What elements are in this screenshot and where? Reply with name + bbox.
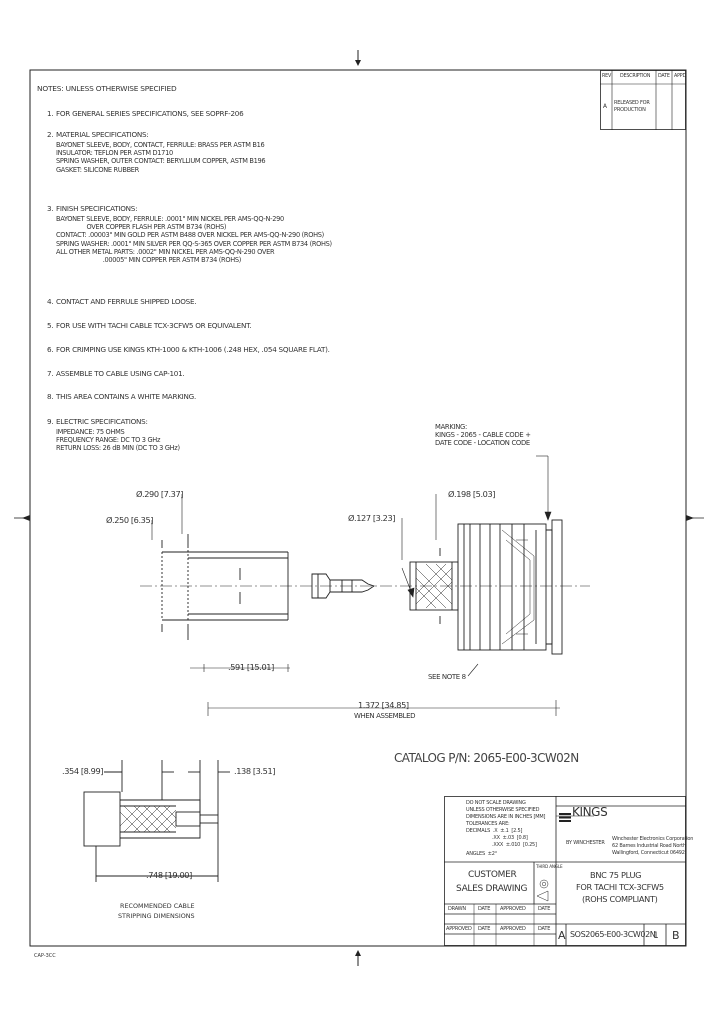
cable-braid-pattern [119,805,177,833]
note-sub-line: .00005" MIN COPPER PER ASTM B734 (ROHS) [56,256,242,264]
note-number: 8. [47,392,54,401]
drawing-title-line-2: FOR TACHI TCX-3CFW5 [576,882,664,892]
rev-description: RELEASED FOR PRODUCTION [614,100,650,113]
note-sub-line: BAYONET SLEEVE, BODY, FERRULE: .0001" MI… [56,215,284,223]
tol-line-1: DO NOT SCALE DRAWING [466,800,526,806]
cable-caption-line-2: STRIPPING DIMENSIONS [118,912,195,920]
marking-callout-line-3: DATE CODE - LOCATION CODE [435,439,530,447]
note-text: THIS AREA CONTAINS A WHITE MARKING. [56,392,197,401]
notes-title: NOTES: UNLESS OTHERWISE SPECIFIED [37,84,177,93]
brand-sub: BY WINCHESTER [566,840,605,846]
note-text: MATERIAL SPECIFICATIONS: [56,130,149,139]
note-number: 1. [47,109,54,118]
note-number: 3. [47,204,54,213]
note-sub-line: FREQUENCY RANGE: DC TO 3 GHz [56,436,161,445]
title-block-grid [444,796,686,946]
dim-ferrule-id: Ø.250 [6.35] [106,515,154,525]
revision-block-grid [600,70,686,130]
catalog-number: CATALOG P/N: 2065-E00-3CW02N [394,751,579,765]
note-sub-line: BAYONET SLEEVE, BODY, CONTACT, FERRULE: … [56,141,265,149]
revision-letter: B [672,929,680,942]
dim-ferrule-od: Ø.290 [7.37] [136,489,184,499]
dim-pin-diameter: Ø.127 [3.23] [348,513,396,523]
label-drawn: DRAWN [448,906,466,912]
label-date-4: DATE [538,926,551,932]
tol-line-8: ANGLES ±2° [466,851,498,857]
note-text: FOR CRIMPING USE KINGS KTH-1000 & KTH-10… [56,345,330,354]
note-sub-line: RETURN LOSS: 26 dB MIN (DC TO 3 GHz) [56,444,180,453]
note-number: 2. [47,130,54,139]
tol-line-6: .XX ±.03 [0.8] [492,835,528,841]
dimension-lines [151,455,560,716]
dim-when-assembled: WHEN ASSEMBLED [354,712,416,720]
tol-line-7: .XXX ±.010 [0.25] [492,842,537,848]
drawing-title-line-1: BNC 75 PLUG [590,870,642,880]
note-sub-line: GASKET: SILICONE RUBBER [56,165,139,174]
dim-ferrule-length: .591 [15.01] [228,662,274,672]
customer-drawing-line-1: CUSTOMER [468,870,517,880]
tol-line-5: DECIMALS .X ±.1 [2.5] [466,828,523,834]
drawing-title-line-3: (ROHS COMPLIANT) [582,894,658,904]
marking-callout-line-1: MARKING: [435,423,467,431]
rev-header-description: DESCRIPTION [620,74,651,79]
note-number: 7. [47,369,54,378]
note-text: CONTACT AND FERRULE SHIPPED LOOSE. [56,297,197,306]
note-number: 6. [47,345,54,354]
marking-callout-line-2: KINGS - 2065 - CABLE CODE + [435,431,531,439]
note-text: FOR USE WITH TACHI CABLE TCX-3CFW5 OR EQ… [56,321,252,330]
note-number: 9. [47,417,54,426]
title-block: DO NOT SCALE DRAWING UNLESS OTHERWISE SP… [444,796,693,946]
note-sub-line: ALL OTHER METAL PARTS: .0002" MIN NICKEL… [56,247,275,256]
label-date-3: DATE [478,926,491,932]
label-approved-2: APPROVED [446,926,472,932]
note-sub-line: INSULATOR: TEFLON PER ASTM D1710 [56,149,173,158]
size-letter: A [558,929,566,942]
dim-center-strip: .138 [3.51] [234,766,276,776]
kings-logo [558,808,572,827]
sheet-number: 1 [653,931,659,941]
note-number: 4. [47,297,54,306]
tol-line-3: DIMENSIONS ARE IN INCHES [MM] [466,814,546,820]
label-approved-3: APPROVED [500,926,526,932]
cable-caption-line-1: RECOMMENDED CABLE [120,902,195,910]
dim-body-diameter: Ø.198 [5.03] [448,489,496,499]
dim-braid-strip: .748 [19.00] [146,870,192,880]
company-line-1: Winchester Electronics Corporation [612,836,694,842]
rev-letter: A [603,104,607,110]
third-angle-label: THIRD ANGLE [536,864,563,869]
note-number: 5. [47,321,54,330]
rev-header-appd: APPD [674,74,686,79]
label-approved-1: APPROVED [500,906,526,912]
note-sub-line: SPRING WASHER, OUTER CONTACT: BERYLLIUM … [56,157,266,166]
note-text: FINISH SPECIFICATIONS: [56,204,138,213]
dim-jacket-strip: .354 [8.99] [62,766,104,776]
note-sub-line: IMPEDANCE: 75 OHMS [56,428,125,436]
dim-overall-length: 1.372 [34.85] [358,700,409,710]
kings-logo-icon [559,813,571,822]
body-thread-pattern [415,529,535,645]
drawing-number: SOS2065-E00-3CW02N [570,930,656,939]
tol-line-2: UNLESS OTHERWISE SPECIFIED [466,807,540,813]
footer-label: CAP-3CC [34,953,56,959]
note-text: ASSEMBLE TO CABLE USING CAP-101. [56,369,185,378]
note-sub-line: CONTACT: .00003" MIN GOLD PER ASTM B488 … [56,231,324,240]
rev-header-date: DATE [658,74,670,79]
customer-drawing-line-2: SALES DRAWING [456,884,528,894]
note-sub-line: SPRING WASHER: .0001" MIN SILVER PER QQ-… [56,239,332,248]
tol-line-4: TOLERANCES ARE: [466,821,510,827]
note-text: ELECTRIC SPECIFICATIONS: [56,417,148,426]
company-line-2: 62 Barnes Industrial Road North [612,843,686,849]
see-note-8: SEE NOTE 8 [428,673,466,681]
label-date-2: DATE [538,906,551,912]
brand-name: KINGS [572,805,608,819]
rev-header-rev: REV [602,74,612,79]
label-date-1: DATE [478,906,491,912]
note-text: FOR GENERAL SERIES SPECIFICATIONS, SEE S… [56,109,244,118]
revision-block: REV DESCRIPTION DATE APPD A RELEASED FOR… [600,70,686,130]
company-line-3: Wallingford, Connecticut 06492 [612,850,685,856]
note-sub-line: OVER COPPER FLASH PER ASTM B734 (ROHS) [56,223,227,232]
